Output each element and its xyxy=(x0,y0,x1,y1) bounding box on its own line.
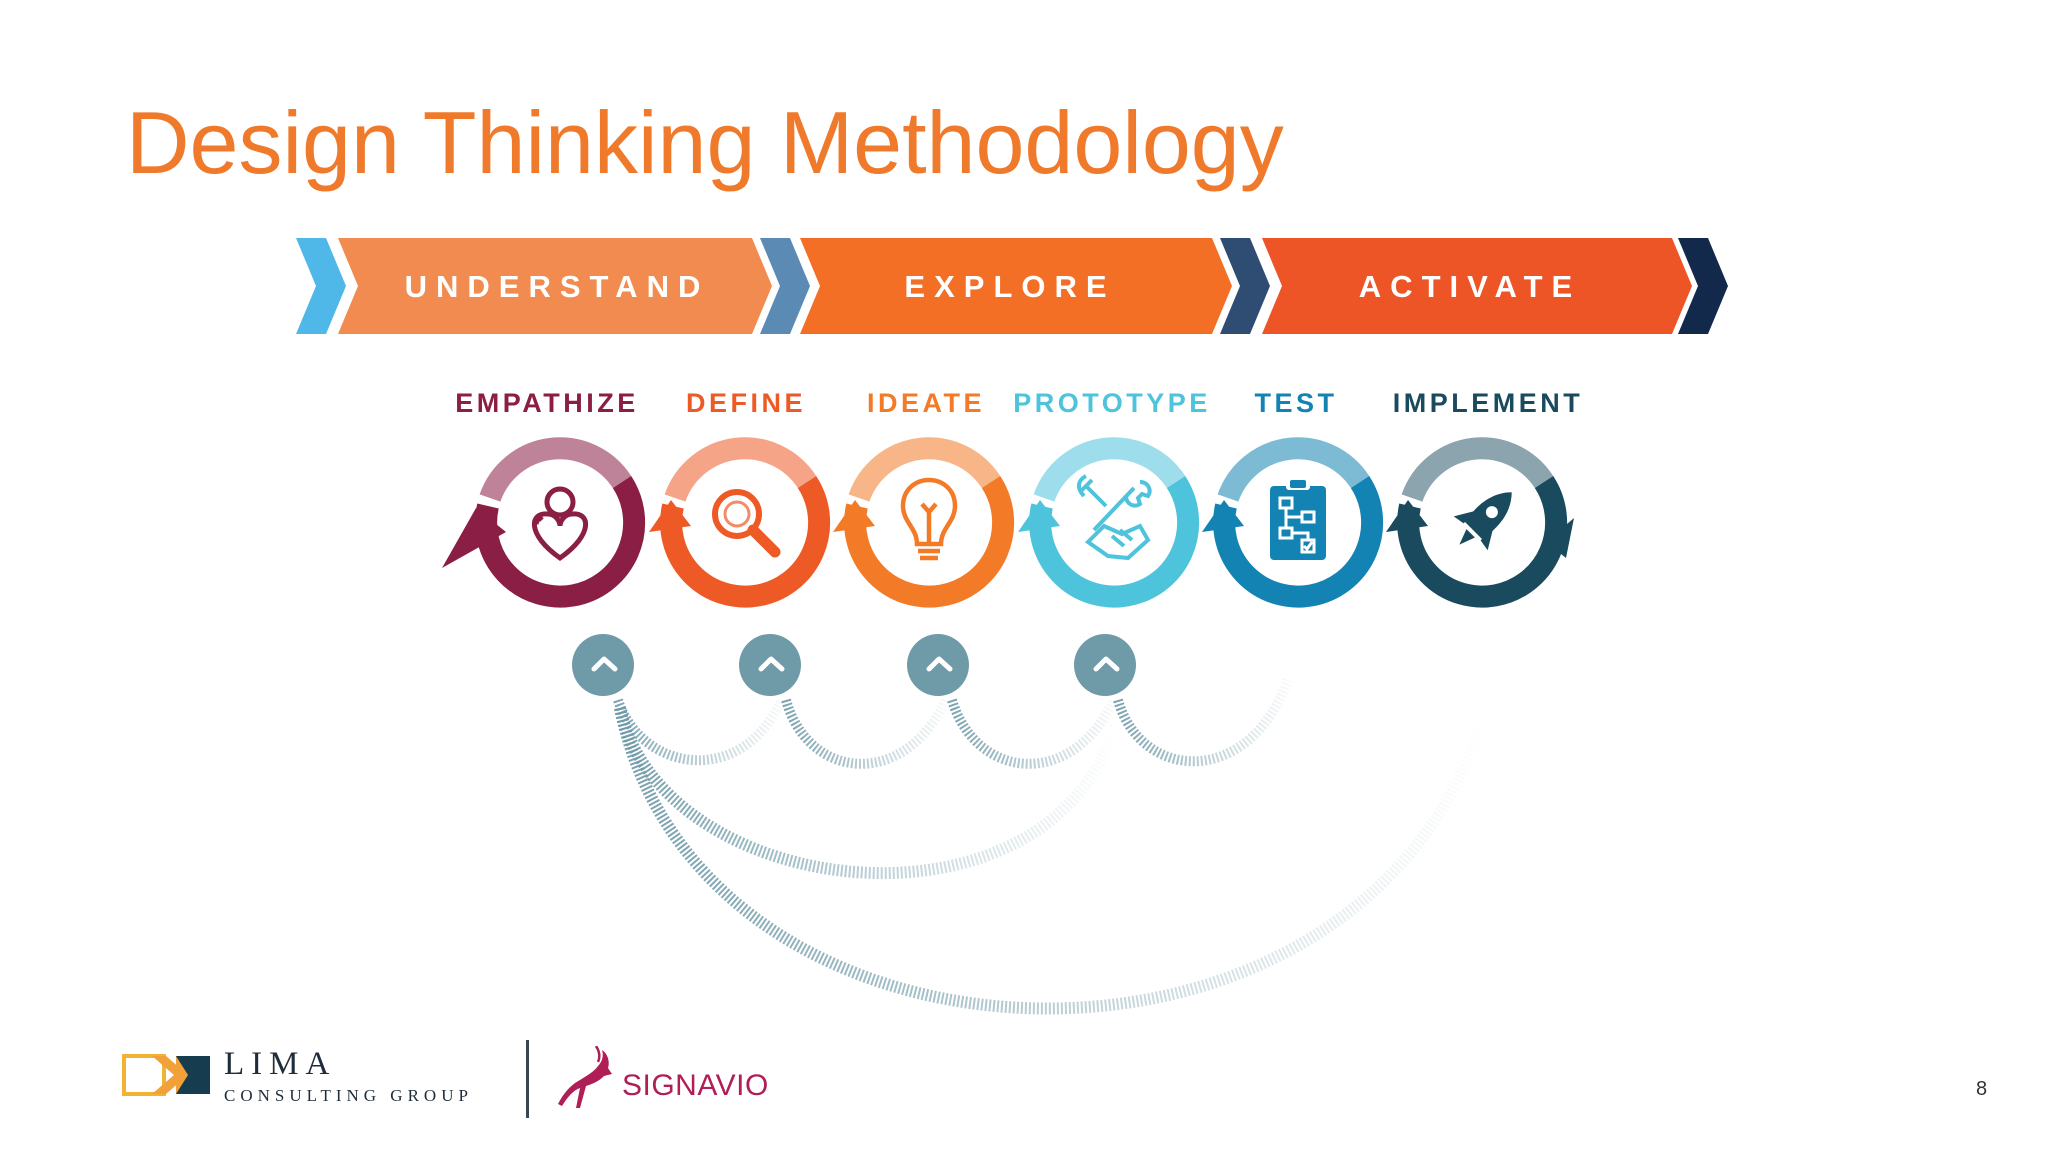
feedback-loops xyxy=(613,678,1494,1015)
phase-separator-start xyxy=(296,238,346,334)
stage-ring-ideate xyxy=(833,437,1015,608)
phase-banner: UNDERSTAND EXPLORE ACTIVATE xyxy=(296,238,1728,334)
signavio-logo-name: SIGNAVIO xyxy=(622,1069,769,1102)
phase-separator-1 xyxy=(760,238,810,334)
phase-separator-end xyxy=(1678,238,1728,334)
stage-ring-implement xyxy=(1386,437,1574,608)
feedback-arc-4 xyxy=(1113,678,1293,767)
lima-logo-subtitle: CONSULTING GROUP xyxy=(224,1086,473,1105)
feedback-node-3 xyxy=(907,634,969,696)
clipboard-flow-icon xyxy=(1270,478,1326,560)
feedback-node-4 xyxy=(1074,634,1136,696)
feedback-arc-5 xyxy=(614,706,1124,879)
magnifier-icon xyxy=(712,489,781,558)
stage-labels: EMPATHIZE DEFINE IDEATE PROTOTYPE TEST I… xyxy=(455,388,1584,418)
stage-ring-prototype xyxy=(1018,437,1200,608)
logo-divider xyxy=(526,1040,529,1118)
chevron-up-icon xyxy=(926,656,953,672)
lima-logo-mark xyxy=(122,1054,210,1096)
feedback-node-2 xyxy=(739,634,801,696)
phase-label-activate: ACTIVATE xyxy=(1359,269,1581,304)
lightbulb-icon xyxy=(900,477,958,561)
page-number: 8 xyxy=(1976,1078,1988,1100)
chevron-up-icon xyxy=(1093,656,1120,672)
phase-separator-2 xyxy=(1220,238,1270,334)
stage-label-prototype: PROTOTYPE xyxy=(1013,388,1211,418)
feedback-nodes xyxy=(572,634,1136,696)
stage-rings xyxy=(442,437,1574,608)
chevron-up-icon xyxy=(758,656,785,672)
feedback-node-1 xyxy=(572,634,634,696)
stage-label-test: TEST xyxy=(1254,388,1337,418)
person-heart-icon xyxy=(532,486,588,562)
stage-label-implement: IMPLEMENT xyxy=(1393,388,1584,418)
stage-ring-test xyxy=(1202,437,1384,608)
stage-label-define: DEFINE xyxy=(686,388,806,418)
slide-title: Design Thinking Methodology xyxy=(126,93,1284,192)
phase-understand xyxy=(338,238,772,334)
stage-ring-empathize xyxy=(442,437,646,608)
phase-label-explore: EXPLORE xyxy=(904,269,1115,304)
feedback-arc-1 xyxy=(613,697,787,766)
phase-activate xyxy=(1262,238,1692,334)
feedback-arc-6 xyxy=(614,698,1494,1015)
chevron-up-icon xyxy=(591,656,618,672)
stage-ring-define xyxy=(649,437,831,608)
gazelle-icon xyxy=(558,1046,612,1108)
feedback-arc-2 xyxy=(781,697,951,769)
stage-label-ideate: IDEATE xyxy=(867,388,985,418)
stage-label-empathize: EMPATHIZE xyxy=(455,388,639,418)
phase-explore xyxy=(800,238,1232,334)
lima-logo-name: LIMA xyxy=(224,1046,337,1082)
rocket-icon xyxy=(1453,492,1512,551)
phase-label-understand: UNDERSTAND xyxy=(405,269,710,304)
feedback-arc-3 xyxy=(947,697,1119,769)
wrench-hand-icon xyxy=(1077,474,1152,561)
